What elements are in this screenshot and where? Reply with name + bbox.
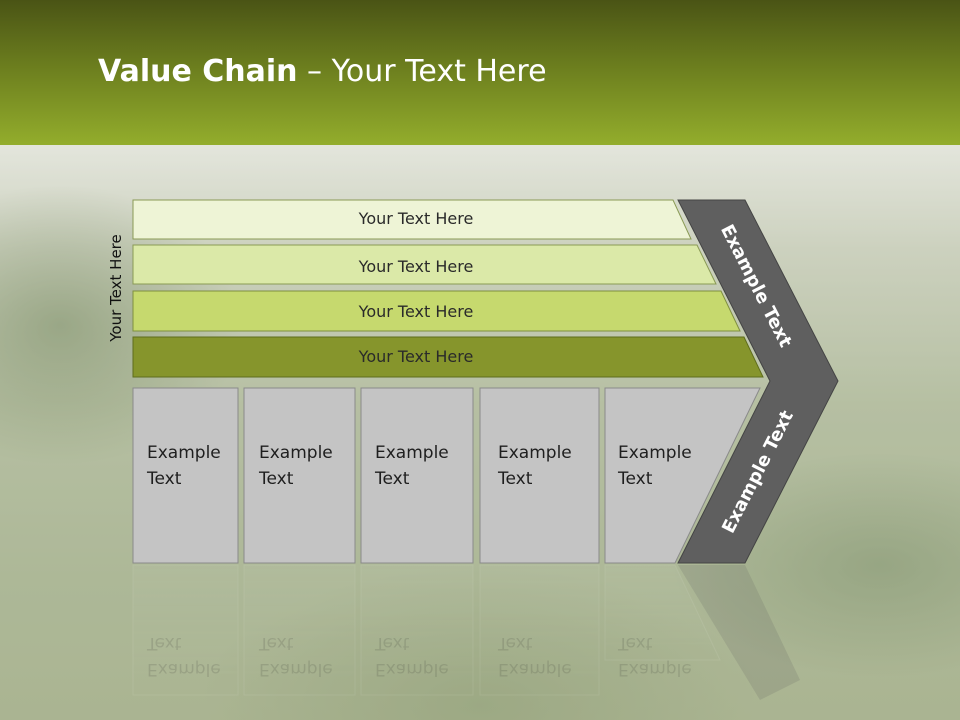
activity-card-4-reflection: Example Text	[498, 633, 572, 679]
activity-card-5-reflection: Example Text	[618, 633, 692, 679]
activity-card-4	[479, 387, 600, 564]
activity-card-4-label: Example Text	[498, 443, 572, 489]
activity-card-2-reflection: Example Text	[259, 633, 333, 679]
activity-card-2-label: Example Text	[259, 443, 333, 489]
support-bar-4-label: Your Text Here	[358, 347, 474, 366]
slide-title: Value Chain – Your Text Here	[98, 54, 547, 89]
support-bar-2	[132, 244, 717, 285]
support-bar-4	[132, 336, 764, 378]
support-bar-3	[132, 290, 741, 332]
support-bar-2-label: Your Text Here	[358, 257, 474, 276]
activity-card-3-label: Example Text	[375, 443, 449, 489]
title-rest: – Your Text Here	[297, 54, 547, 89]
activity-card-1	[132, 387, 239, 564]
activity-card-1-label: Example Text	[147, 443, 221, 489]
activity-card-5-label: Example Text	[618, 443, 692, 489]
chevron-reflection	[678, 565, 800, 700]
margin-chevron	[677, 199, 839, 564]
support-bar-1-label: Your Text Here	[358, 209, 474, 228]
title-bold: Value Chain	[98, 54, 298, 89]
activity-card-1-reflection: Example Text	[147, 633, 221, 679]
title-bar: Value Chain – Your Text Here	[0, 0, 960, 145]
support-bar-3-label: Your Text Here	[358, 302, 474, 321]
activity-card-3	[360, 387, 474, 564]
activity-card-5	[604, 387, 761, 564]
support-bar-1	[132, 199, 692, 240]
activity-card-3-reflection: Example Text	[375, 633, 449, 679]
activity-card-2	[243, 387, 356, 564]
reflection-group	[132, 564, 721, 696]
